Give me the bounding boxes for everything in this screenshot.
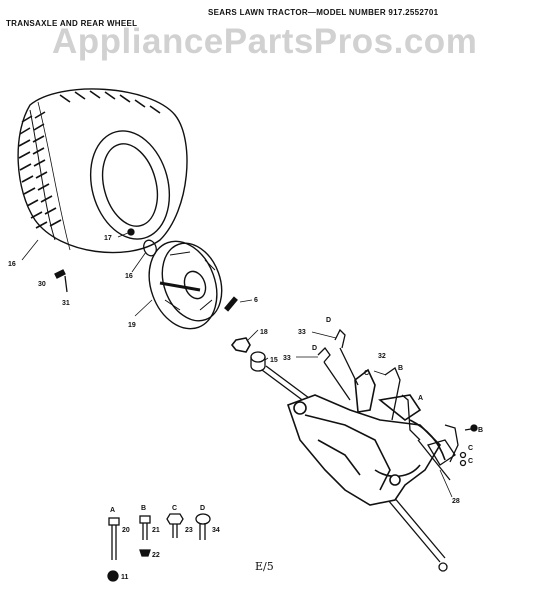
callout-17: 17 [104,235,112,242]
hardware-d-num: 34 [212,527,220,534]
callout-Db: D [312,345,317,352]
hardware-labels: A 20 11 B 21 22 C 23 D 34 [110,505,220,581]
hardware-a-letter: A [110,507,115,514]
hardware-c-letter: C [172,505,177,512]
callout-C3: C [468,458,473,465]
callout-16b: 16 [125,273,133,280]
callout-C1: C [364,370,369,377]
hardware-legend [107,513,211,582]
wheel-rim [148,240,223,330]
callout-33b: 33 [283,355,291,362]
callout-leaders [21,232,453,498]
rear-tire [17,88,188,254]
shift-linkage [317,328,478,481]
callout-Da: D [326,317,331,324]
tire-tread [18,90,161,229]
transaxle-housing [286,368,446,506]
hardware-c-num: 23 [185,527,193,534]
page-code: E/5 [255,560,274,573]
callout-B2: B [478,427,483,434]
hardware-d-letter: D [200,505,205,512]
callout-A1: A [418,395,423,402]
hardware-b-num: 21 [152,527,160,534]
callout-19: 19 [128,322,136,329]
callout-B1: B [398,365,403,372]
callout-16a: 16 [8,261,16,268]
callout-C2: C [468,445,473,452]
small-hardware [54,228,266,372]
callout-31: 31 [62,300,70,307]
callout-33a: 33 [298,329,306,336]
axle-shaft [261,365,448,572]
hardware-a-sub: 11 [121,574,129,581]
callout-32: 32 [378,353,386,360]
callout-18: 18 [260,329,268,336]
callout-6: 6 [254,297,258,304]
watermark: AppliancePartsPros.com [52,22,478,61]
callout-28: 28 [452,498,460,505]
hardware-a-num: 20 [122,527,130,534]
callout-30: 30 [38,281,46,288]
diagram-title: SEARS LAWN TRACTOR—MODEL NUMBER 917.2552… [208,8,439,17]
callout-15: 15 [270,357,278,364]
hardware-b-letter: B [141,505,146,512]
callout-labels: 16 17 16 30 31 19 6 18 15 33 33 D D 32 B… [8,235,483,505]
hardware-b-sub: 22 [152,552,160,559]
diagram-subtitle: TRANSAXLE AND REAR WHEEL [6,19,138,28]
